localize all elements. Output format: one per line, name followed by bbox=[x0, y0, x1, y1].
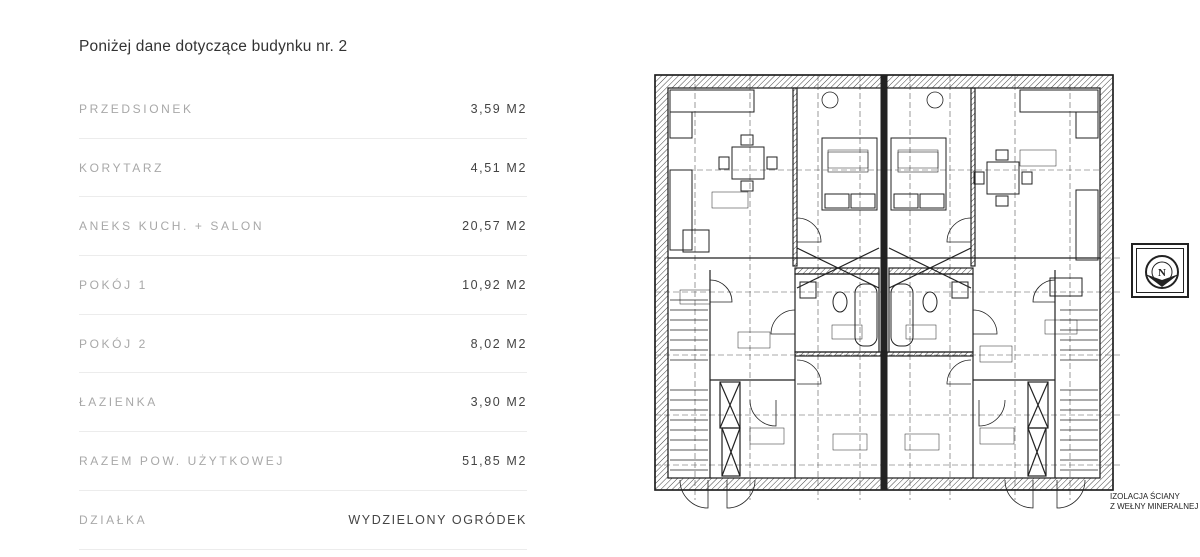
table-row: POKÓJ 2 8,02 M2 bbox=[79, 315, 527, 374]
table-row: DZIAŁKA WYDZIELONY OGRÓDEK bbox=[79, 491, 527, 550]
room-value: WYDZIELONY OGRÓDEK bbox=[348, 512, 527, 527]
party-wall bbox=[880, 74, 888, 491]
floor-plan bbox=[654, 74, 1120, 509]
north-compass: N bbox=[1131, 243, 1189, 298]
table-row: KORYTARZ 4,51 M2 bbox=[79, 139, 527, 198]
dining-table-right bbox=[973, 149, 1033, 207]
room-label: POKÓJ 2 bbox=[79, 336, 148, 351]
doors bbox=[679, 91, 1086, 509]
table-row: PRZEDSIONEK 3,59 M2 bbox=[79, 80, 527, 139]
table-row: RAZEM POW. UŻYTKOWEJ 51,85 M2 bbox=[79, 432, 527, 491]
room-label-boxes bbox=[679, 149, 1078, 451]
compass-icon: N bbox=[1145, 255, 1179, 289]
insulation-note-2: Z WEŁNY MINERALNEJ bbox=[1110, 502, 1199, 511]
room-value: 20,57 M2 bbox=[462, 219, 527, 234]
room-label: KORYTARZ bbox=[79, 160, 165, 175]
room-value: 51,85 M2 bbox=[462, 453, 527, 468]
dining-table-left bbox=[718, 134, 778, 192]
room-label: PRZEDSIONEK bbox=[79, 101, 194, 116]
bed-right bbox=[890, 137, 947, 211]
room-area-table: PRZEDSIONEK 3,59 M2 KORYTARZ 4,51 M2 ANEKS… bbox=[79, 80, 527, 550]
room-label: ANEKS KUCH. + SALON bbox=[79, 219, 265, 234]
interior-walls bbox=[668, 87, 1100, 478]
kitchen-counters bbox=[669, 89, 1099, 297]
section-heading: Poniżej dane dotyczące budynku nr. 2 bbox=[79, 38, 348, 55]
compass-letter: N bbox=[1158, 267, 1166, 279]
room-label: POKÓJ 1 bbox=[79, 277, 148, 292]
table-row: ANEKS KUCH. + SALON 20,57 M2 bbox=[79, 197, 527, 257]
bed-left bbox=[821, 137, 878, 211]
room-label: DZIAŁKA bbox=[79, 512, 148, 527]
room-label: ŁAZIENKA bbox=[79, 395, 158, 410]
table-row: ŁAZIENKA 3,90 M2 bbox=[79, 373, 527, 433]
insulation-note: IZOLACJA ŚCIANY bbox=[1110, 492, 1180, 501]
stairs bbox=[670, 299, 1098, 471]
table-row: POKÓJ 1 10,92 M2 bbox=[79, 256, 527, 315]
room-label: RAZEM POW. UŻYTKOWEJ bbox=[79, 453, 286, 468]
room-value: 3,59 M2 bbox=[470, 101, 527, 116]
room-value: 8,02 M2 bbox=[470, 336, 527, 351]
room-value: 10,92 M2 bbox=[462, 277, 527, 292]
room-value: 4,51 M2 bbox=[470, 160, 527, 175]
room-value: 3,90 M2 bbox=[470, 395, 527, 410]
bathroom-fixtures bbox=[799, 281, 969, 347]
